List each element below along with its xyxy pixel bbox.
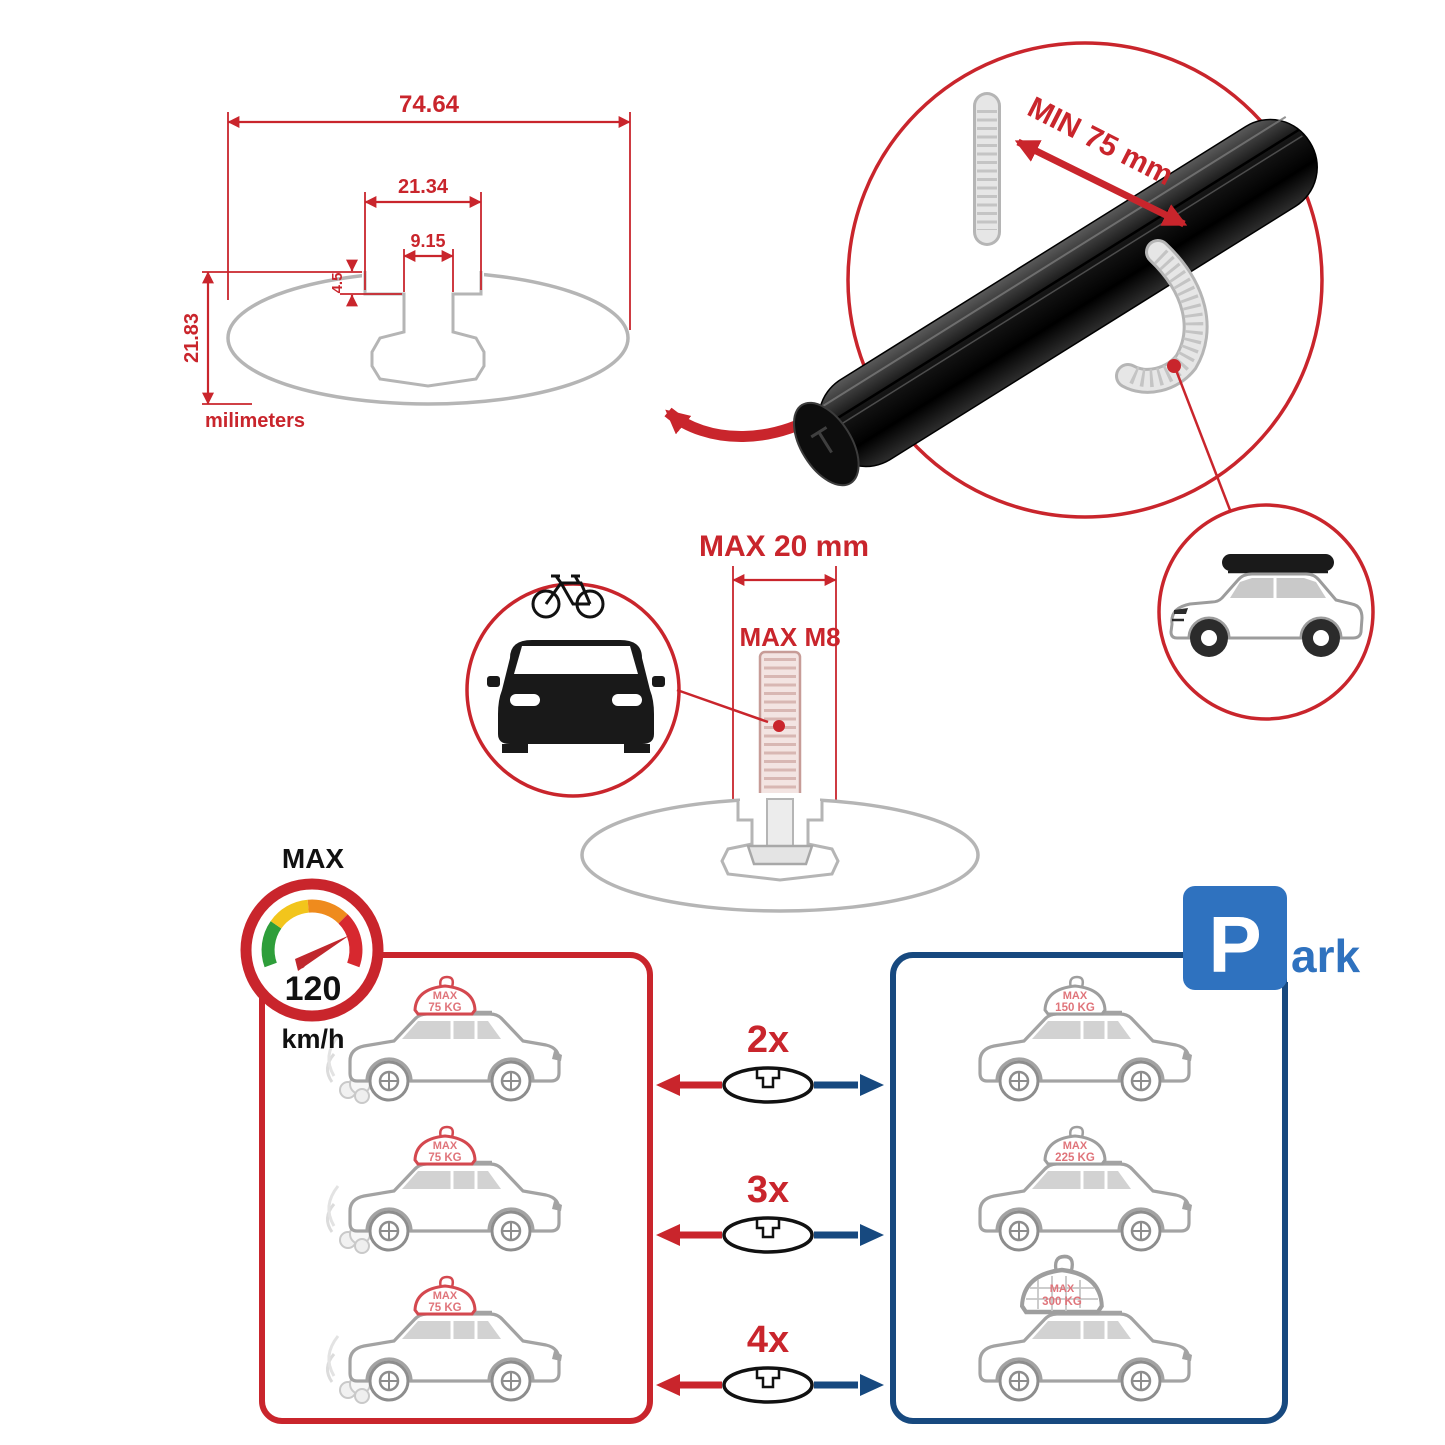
dim-total-width-label: 74.64 [399,91,460,118]
cargo-load-label: 75 KG [428,1302,461,1314]
left-arrow-icon [656,1224,680,1246]
cargo-load-label: 75 KG [428,1002,461,1014]
min-75-arrow [1014,138,1188,228]
cargo-max-label: MAX [1050,1283,1075,1295]
cargo-load-label: 150 KG [1055,1002,1095,1014]
t-slot-profile [363,271,486,388]
cargo-load-label: 225 KG [1055,1152,1095,1164]
row-3-connector: 4x [656,1319,884,1404]
speed-limit: MAX 120 km/h [240,843,384,1054]
speed-max-label: MAX [282,843,345,874]
cargo-load-label: 75 KG [428,1152,461,1164]
parked-car-row2: MAX 225 KG [978,1125,1194,1252]
row-1-connector: 2x [656,1019,884,1104]
bolt-shank [766,798,794,847]
cargo-max-label: MAX [1063,1140,1088,1152]
dim-slot-width-label: 9.15 [410,231,445,251]
left-arrow-icon [656,1374,680,1396]
dim-depth-label: 4.5 [329,273,346,294]
driving-car-row3: MAX 75 KG [325,1275,564,1405]
qty-label-row2: 3x [747,1169,789,1211]
profile-with-bolt [580,793,980,913]
cargo-max-label: MAX [433,1140,458,1152]
roof-box [1222,554,1334,571]
cargo-load-label: 300 KG [1042,1296,1082,1308]
cargo-max-label: MAX [1063,990,1088,1002]
left-arrow-icon [656,1074,680,1096]
cargo-max-label: MAX [433,1290,458,1302]
driving-car-row2: MAX 75 KG [325,1125,564,1255]
speed-value: 120 [285,970,342,1008]
crossbar-detail: MIN 75 mm [793,41,1324,519]
qty-label-row1: 2x [747,1019,789,1061]
right-arrow-icon [860,1224,884,1246]
park-letter: P [1208,900,1261,989]
max-thread-label: MAX M8 [739,622,840,652]
park-sign: P ark [1183,886,1360,990]
cross-section-diagram: 74.64 21.34 9.15 4.5 21.83 milimeters [181,91,631,432]
crossbar-section-icon [722,1066,814,1104]
park-sign-square [1183,886,1287,990]
u-bolt-lower-leg [1115,239,1209,394]
parked-car-row1: MAX 150 KG [978,975,1194,1102]
crossbar-section-icon [722,1216,814,1254]
right-arrow-icon [860,1374,884,1396]
right-arrow-icon [860,1074,884,1096]
car-to-bolt-leader [676,688,769,724]
crossbar-section-icon [722,1366,814,1404]
park-suffix: ark [1291,930,1360,982]
crossbar [793,116,1318,487]
dim-opening-width-label: 21.34 [398,176,449,198]
max-length-label: MAX 20 mm [699,530,869,563]
bike-icon [531,574,605,619]
driving-car-row1: MAX 75 KG [325,975,564,1105]
bike-car-badge [465,574,769,798]
bolt-to-car-leader [1174,369,1232,511]
gauge-needle [295,935,350,971]
car-front-icon [487,640,665,753]
bolt-head [746,844,814,866]
dim-height-label: 21.83 [181,313,203,363]
roofbox-car-badge [1157,503,1375,721]
parked-car-row3: MAX 300 KG [978,1257,1194,1402]
bolt-reference-dot [1167,359,1181,373]
suv-with-roofbox [1169,554,1364,657]
cargo-max-label: MAX [433,990,458,1002]
speed-unit: km/h [281,1024,344,1054]
qty-label-row3: 4x [747,1319,789,1361]
row-2-connector: 3x [656,1169,884,1254]
unit-label: milimeters [205,410,305,432]
bolt-detail: MAX 20 mm MAX M8 [465,530,980,913]
thread-dot [773,720,785,732]
